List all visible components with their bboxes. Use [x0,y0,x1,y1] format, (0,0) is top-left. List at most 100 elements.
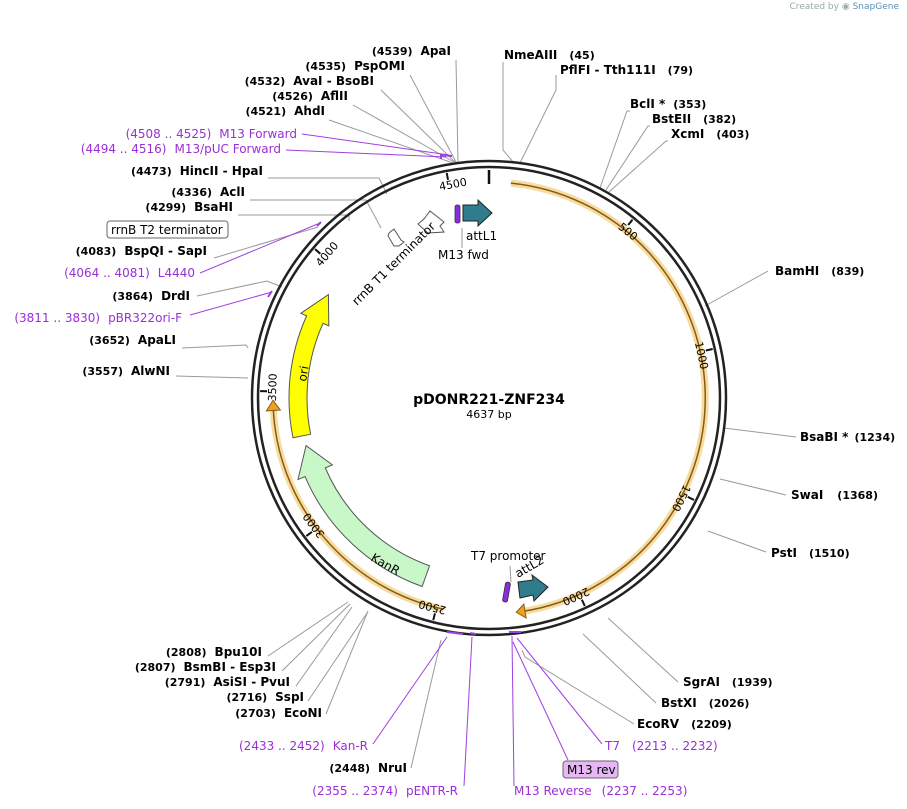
site-name: DrdI [161,289,190,303]
primer-marks [267,153,521,635]
site-pos: (1939) [732,676,773,689]
primer-range: (3811 .. 3830) [14,311,100,325]
svg-text:PstI(1510): PstI (1510) [771,546,850,560]
site-labels-right: NmeAIII(45) PflFI - Tth111I(79) BclI *(3… [504,48,895,731]
m13-fwd-marker [454,204,461,224]
site-name: BsaBI * [800,430,849,444]
svg-text:(4521)AhdI: (4521)AhdI [245,104,325,118]
site-pos: (4473) [131,165,172,178]
site-name: AflII [321,89,348,103]
primer-labels: (4508 .. 4525)M13 Forward (4494 .. 4516)… [14,127,717,798]
svg-text:BstEII(382): BstEII (382) [652,112,736,126]
tick-label: 3500 [266,373,280,401]
svg-text:(4508 .. 4525)M13 Forward: (4508 .. 4525)M13 Forward [126,127,297,141]
attL2-feature: T7 promoter attL2 [470,549,549,603]
attL1-feature: attL1 M13 fwd [438,198,497,262]
primer-name: pBR322ori-F [108,311,182,325]
tick-label: 2000 [560,585,591,609]
t7-promoter-label: T7 promoter [470,549,546,563]
site-pos: (1510) [809,547,850,560]
site-name: AlwNI [131,364,170,378]
site-name: NruI [378,761,407,775]
insert-arc [265,179,709,619]
svg-text:(2807)BsmBI - Esp3I: (2807)BsmBI - Esp3I [135,660,276,674]
site-name: AvaI - BsoBI [293,74,374,88]
site-name: SwaI [791,488,823,502]
site-pos: (382) [703,113,736,126]
m13-fwd-label: M13 fwd [438,248,489,262]
t7-marker [502,581,511,603]
site-name: SgrAI [683,675,720,689]
site-pos: (3557) [82,365,123,378]
site-name: XcmI [671,127,704,141]
svg-text:BamHI(839): BamHI(839) [775,264,864,278]
site-name: HincII - HpaI [180,164,263,178]
tick-label: 4500 [438,176,468,194]
svg-text:(2703)EcoNI: (2703)EcoNI [235,706,322,720]
site-pos: (2808) [166,646,207,659]
site-pos: (2026) [709,697,750,710]
rrnb-t2-arrow [387,228,405,247]
site-name: ApaI [421,44,451,58]
site-name: AhdI [294,104,325,118]
primer-name: M13 Reverse [514,784,592,798]
primer-range: (2433 .. 2452) [239,739,325,753]
svg-text:(4526)AflII: (4526)AflII [272,89,348,103]
site-pos: (4083) [76,245,117,258]
tick-mark [627,218,634,226]
site-name: PstI [771,546,797,560]
site-pos: (45) [569,49,594,62]
svg-text:NmeAIII(45): NmeAIII(45) [504,48,595,62]
primer-range: (2237 .. 2253) [602,784,688,798]
ori-arrow [288,293,330,439]
site-pos: (3864) [112,290,153,303]
svg-text:(2448)NruI: (2448) NruI [329,761,407,775]
site-pos: (2807) [135,661,176,674]
tick-mark [432,613,436,621]
svg-text:(4535)PspOMI: (4535)PspOMI [305,59,405,73]
svg-text:(2716)SspI: (2716)SspI [226,690,304,704]
site-pos: (4336) [171,186,212,199]
primer-name: L4440 [158,266,195,280]
svg-text:M13 Reverse(2237 .. 2253): M13 Reverse (2237 .. 2253) [514,784,687,798]
attL1-label: attL1 [466,229,497,243]
primer-name: M13/pUC Forward [174,142,281,156]
backbone-outer [250,159,728,637]
site-name: BamHI [775,264,819,278]
svg-text:(3864)DrdI: (3864) DrdI [112,289,190,303]
site-name: PflFI - Tth111I [560,63,656,77]
svg-text:T7(2213 .. 2232): T7 (2213 .. 2232) [604,739,718,753]
m13-rev-box: M13 rev [562,760,619,779]
site-name: AsiSI - PvuI [213,675,290,689]
site-name: BsaHI [194,200,233,214]
credit: Created by ◉ SnapGene [789,2,899,12]
site-pos: (2448) [329,762,370,775]
site-pos: (2209) [691,718,732,731]
site-pos: (4535) [305,60,346,73]
kanr-arrow [297,444,431,588]
backbone-inner [256,165,722,631]
snapgene-logo-icon: ◉ [841,2,850,12]
site-name: BspQI - SapI [124,244,207,258]
primer-range: (4064 .. 4081) [64,266,150,280]
attL2-arrow [517,573,549,603]
attL1-arrow [462,198,493,228]
svg-text:PflFI - Tth111I(79): PflFI - Tth111I(79) [560,63,693,77]
primer-range: (2213 .. 2232) [632,739,718,753]
plasmid-title: pDONR221-ZNF234 [413,392,565,408]
leader-lines [175,59,797,769]
svg-text:(4473)HincII - HpaI: (4473) HincII - HpaI [131,164,263,178]
tick-mark [305,531,313,537]
svg-text:(3811 .. 3830)pBR322ori-F: (3811 .. 3830) pBR322ori-F [14,311,182,325]
site-pos: (403) [716,128,749,141]
primer-range: (4508 .. 4525) [126,127,212,141]
svg-text:SgrAI(1939): SgrAI (1939) [683,675,773,689]
svg-text:BclI *(353): BclI *(353) [630,97,706,111]
svg-text:BsaBI *(1234): BsaBI *(1234) [800,430,895,444]
primer-name: T7 [604,739,620,753]
tick-mark [580,599,586,607]
tick-mark [687,496,695,501]
site-name: BstEII [652,112,691,126]
svg-text:(2433 .. 2452)Kan-R: (2433 .. 2452)Kan-R [239,739,368,753]
site-name: EcoNI [284,706,322,720]
